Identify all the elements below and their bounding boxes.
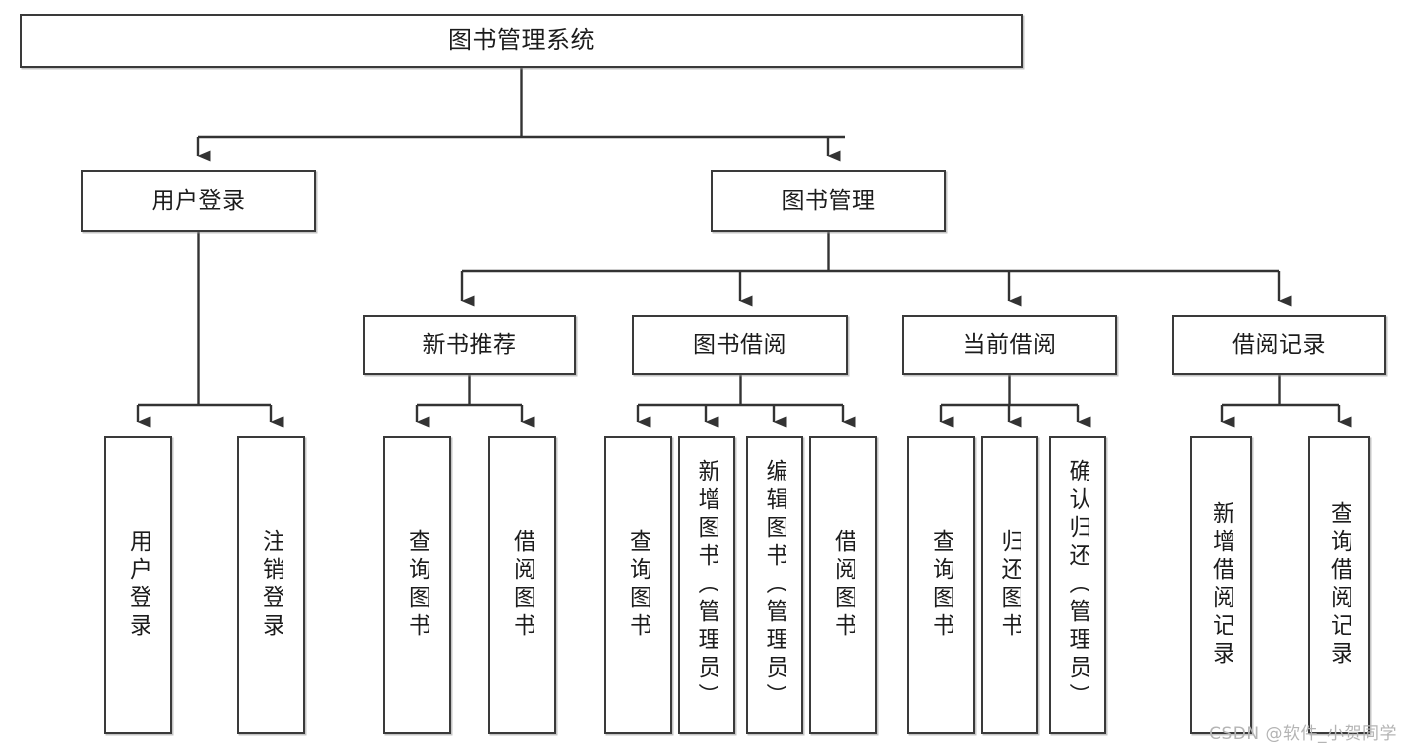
leaf-borrow-book-new[interactable]: 借阅图书 (488, 436, 556, 734)
node-label: 新增借阅记录 (1209, 501, 1233, 669)
node-label: 图书借阅 (693, 331, 787, 358)
leaf-confirm-return-admin[interactable]: 确认归还（管理员） (1049, 436, 1106, 734)
node-label: 新增图书（管理员） (695, 459, 718, 711)
node-label: 确认归还（管理员） (1066, 459, 1089, 711)
watermark-text: CSDN @软件_小贺同学 (1209, 724, 1397, 744)
node-label: 新书推荐 (422, 331, 517, 358)
node-book-manage[interactable]: 图书管理 (711, 170, 946, 232)
leaf-add-borrow-record[interactable]: 新增借阅记录 (1190, 436, 1252, 734)
node-root-system[interactable]: 图书管理系统 (20, 14, 1023, 68)
node-label: 借阅图书 (510, 529, 534, 641)
node-current-borrow[interactable]: 当前借阅 (902, 315, 1117, 375)
node-label: 用户登录 (151, 187, 246, 214)
leaf-edit-book-admin[interactable]: 编辑图书（管理员） (746, 436, 803, 734)
node-label: 用户登录 (126, 529, 150, 641)
leaf-return-book[interactable]: 归还图书 (981, 436, 1038, 734)
leaf-user-logout[interactable]: 注销登录 (237, 436, 305, 734)
node-label: 注销登录 (259, 529, 283, 641)
node-label: 查询借阅记录 (1327, 501, 1351, 669)
node-label: 归还图书 (998, 529, 1021, 641)
leaf-query-borrow-record[interactable]: 查询借阅记录 (1308, 436, 1370, 734)
node-label: 查询图书 (405, 529, 429, 641)
leaf-query-book-new[interactable]: 查询图书 (383, 436, 451, 734)
node-label: 查询图书 (626, 529, 650, 641)
node-label: 查询图书 (929, 529, 953, 641)
node-label: 图书管理 (781, 187, 876, 214)
node-label: 借阅图书 (831, 529, 855, 641)
node-user-login[interactable]: 用户登录 (81, 170, 316, 232)
leaf-query-book-borrow[interactable]: 查询图书 (604, 436, 672, 734)
leaf-user-login[interactable]: 用户登录 (104, 436, 172, 734)
leaf-borrow-book-borrow[interactable]: 借阅图书 (809, 436, 877, 734)
leaf-query-book-current[interactable]: 查询图书 (907, 436, 975, 734)
node-borrow-record[interactable]: 借阅记录 (1172, 315, 1386, 375)
node-label: 借阅记录 (1232, 331, 1326, 358)
node-book-borrow[interactable]: 图书借阅 (632, 315, 848, 375)
node-label: 当前借阅 (962, 331, 1057, 358)
node-new-book-recommend[interactable]: 新书推荐 (363, 315, 576, 375)
leaf-add-book-admin[interactable]: 新增图书（管理员） (678, 436, 735, 734)
node-label: 图书管理系统 (448, 26, 595, 55)
node-label: 编辑图书（管理员） (763, 459, 786, 711)
